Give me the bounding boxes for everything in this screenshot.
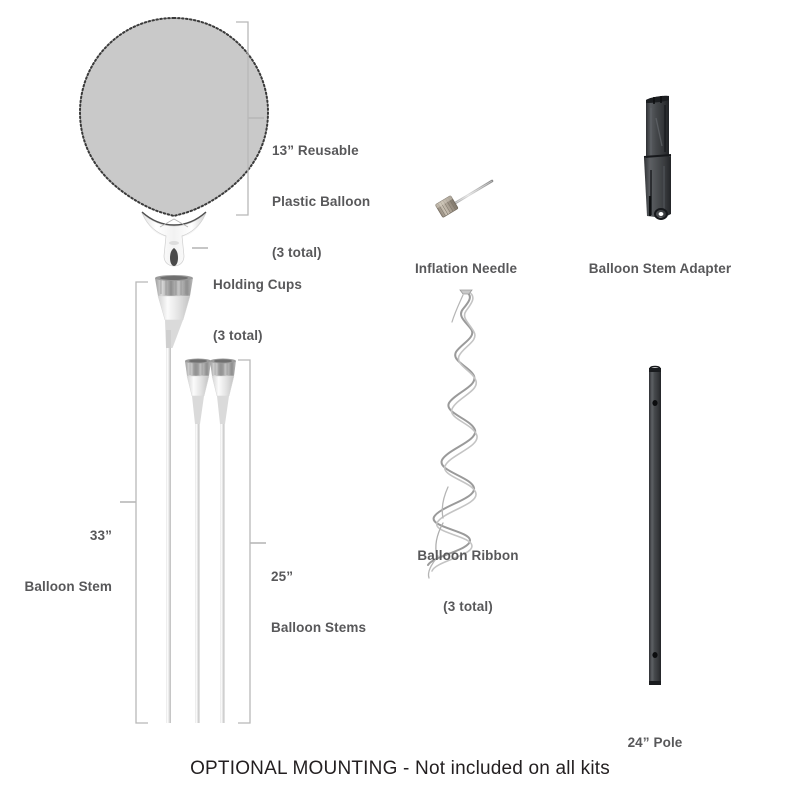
- label-balloon-line3: (3 total): [272, 245, 322, 260]
- long-stem-bracket: [120, 281, 148, 724]
- label-long-stem-line2: Balloon Stem: [24, 579, 112, 594]
- label-balloon-ribbon-line2: (3 total): [443, 599, 493, 614]
- optional-mounting-caption: OPTIONAL MOUNTING - Not included on all …: [190, 758, 610, 779]
- label-balloon-line2: Plastic Balloon: [272, 194, 371, 209]
- short-stem-b-graphic: [210, 358, 236, 723]
- label-balloon-ribbon-line1: Balloon Ribbon: [417, 548, 519, 563]
- label-pole: 24” Pole: [575, 700, 735, 785]
- label-pole-line1: 24” Pole: [627, 735, 683, 750]
- label-balloon: 13” Reusable Plastic Balloon (3 total): [272, 108, 402, 295]
- label-holding-cups-line2: (3 total): [213, 328, 263, 343]
- label-inflation-needle-line1: Inflation Needle: [414, 261, 518, 276]
- balloon-stem-adapter-graphic: [643, 95, 672, 220]
- pole-graphic: [649, 365, 661, 685]
- label-short-stems-line1: 25”: [271, 569, 294, 584]
- label-holding-cups-line1: Holding Cups: [213, 277, 302, 292]
- balloon-ribbon-graphic: [427, 289, 478, 579]
- short-stem-a-graphic: [185, 358, 211, 723]
- holding-cup-large: [141, 211, 207, 267]
- label-balloon-stem-adapter-line1: Balloon Stem Adapter: [588, 261, 732, 276]
- label-long-stem-line1: 33”: [89, 528, 112, 543]
- short-stems-bracket: [238, 359, 266, 724]
- label-short-stems-line2: Balloon Stems: [271, 620, 367, 635]
- label-inflation-needle: Inflation Needle: [373, 226, 559, 311]
- balloon-graphic: [78, 16, 270, 218]
- label-balloon-ribbon: Balloon Ribbon (3 total): [375, 513, 561, 649]
- balloon-bracket: [236, 21, 264, 216]
- inflation-needle-graphic: [435, 179, 494, 218]
- label-balloon-stem-adapter: Balloon Stem Adapter: [552, 226, 768, 311]
- label-short-stems: 25” Balloon Stems: [271, 534, 421, 670]
- label-holding-cups: Holding Cups (3 total): [213, 242, 363, 378]
- label-balloon-line1: 13” Reusable: [272, 143, 359, 158]
- label-long-stem: 33” Balloon Stem: [0, 493, 112, 629]
- long-stem-graphic: [155, 275, 193, 723]
